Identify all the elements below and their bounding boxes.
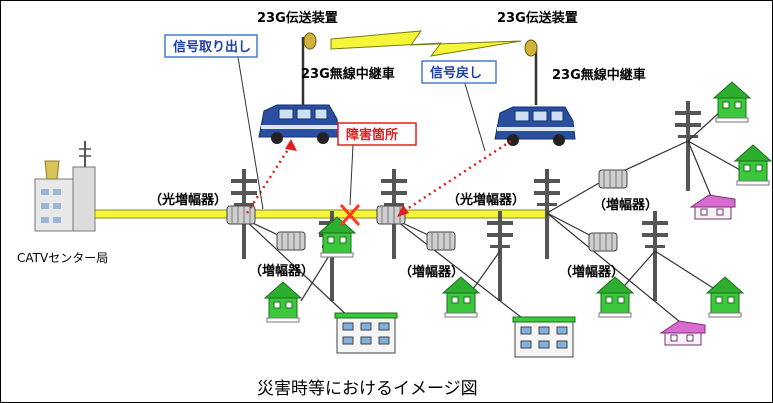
label-fault-point: 障害箇所 [346, 127, 398, 143]
label-amp-1: （増幅器） [249, 263, 314, 279]
house [734, 144, 772, 186]
amplifier [276, 231, 306, 251]
label-signal-return: 信号戻し [430, 65, 482, 81]
signal-path-return [400, 139, 512, 215]
callout-leader-signal-return [462, 76, 486, 152]
callout-box-signal-return [421, 60, 497, 84]
apartment-building [512, 316, 576, 358]
label-amp-3: （増幅器） [593, 197, 658, 213]
label-signal-out: 信号取り出し [173, 39, 251, 55]
catv-headend-building [34, 141, 96, 232]
apartment-building [334, 312, 398, 354]
amplifier [588, 232, 618, 252]
house [713, 81, 751, 123]
fault-callout-leader [349, 144, 354, 206]
arrowhead-return [397, 205, 409, 217]
label-transmitter-left: 23G伝送装置 [257, 10, 338, 26]
label-amp-2: （増幅器） [399, 264, 464, 280]
relay-van-right [494, 106, 576, 147]
house [442, 276, 480, 318]
pink-house [690, 194, 736, 220]
arrowhead-out [285, 139, 297, 151]
label-transmitter-right: 23G伝送装置 [497, 10, 578, 26]
transmitter-antenna-right [524, 39, 538, 105]
amplifier [426, 231, 456, 251]
label-relay-car-left: 23G無線中継車 [301, 66, 395, 82]
house [706, 276, 744, 318]
pink-house [660, 320, 706, 346]
trunk-line [94, 209, 550, 219]
signal-path-out [245, 144, 293, 214]
transmitter-antenna-left [301, 32, 317, 105]
optical-amplifier [226, 205, 256, 225]
house [264, 281, 302, 323]
wireless-link-icon [330, 30, 522, 57]
label-amp-4: （増幅器） [559, 264, 624, 280]
diagram-caption: 災害時等におけるイメージ図 [257, 379, 478, 399]
label-relay-car-right: 23G無線中継車 [552, 67, 646, 83]
pole [642, 211, 668, 301]
callout-leader-signal-out [236, 50, 264, 210]
relay-van-left [258, 104, 340, 145]
callout-box-fault [337, 122, 417, 146]
fault-mark-icon [339, 203, 361, 227]
label-optical-amp-right: （光増幅器） [447, 192, 525, 208]
label-headend: CATVセンター局 [17, 251, 108, 265]
pole [487, 211, 513, 301]
callout-box-signal-out [164, 34, 258, 58]
label-optical-amp-left: （光増幅器） [149, 192, 227, 208]
amplifier [598, 169, 628, 189]
